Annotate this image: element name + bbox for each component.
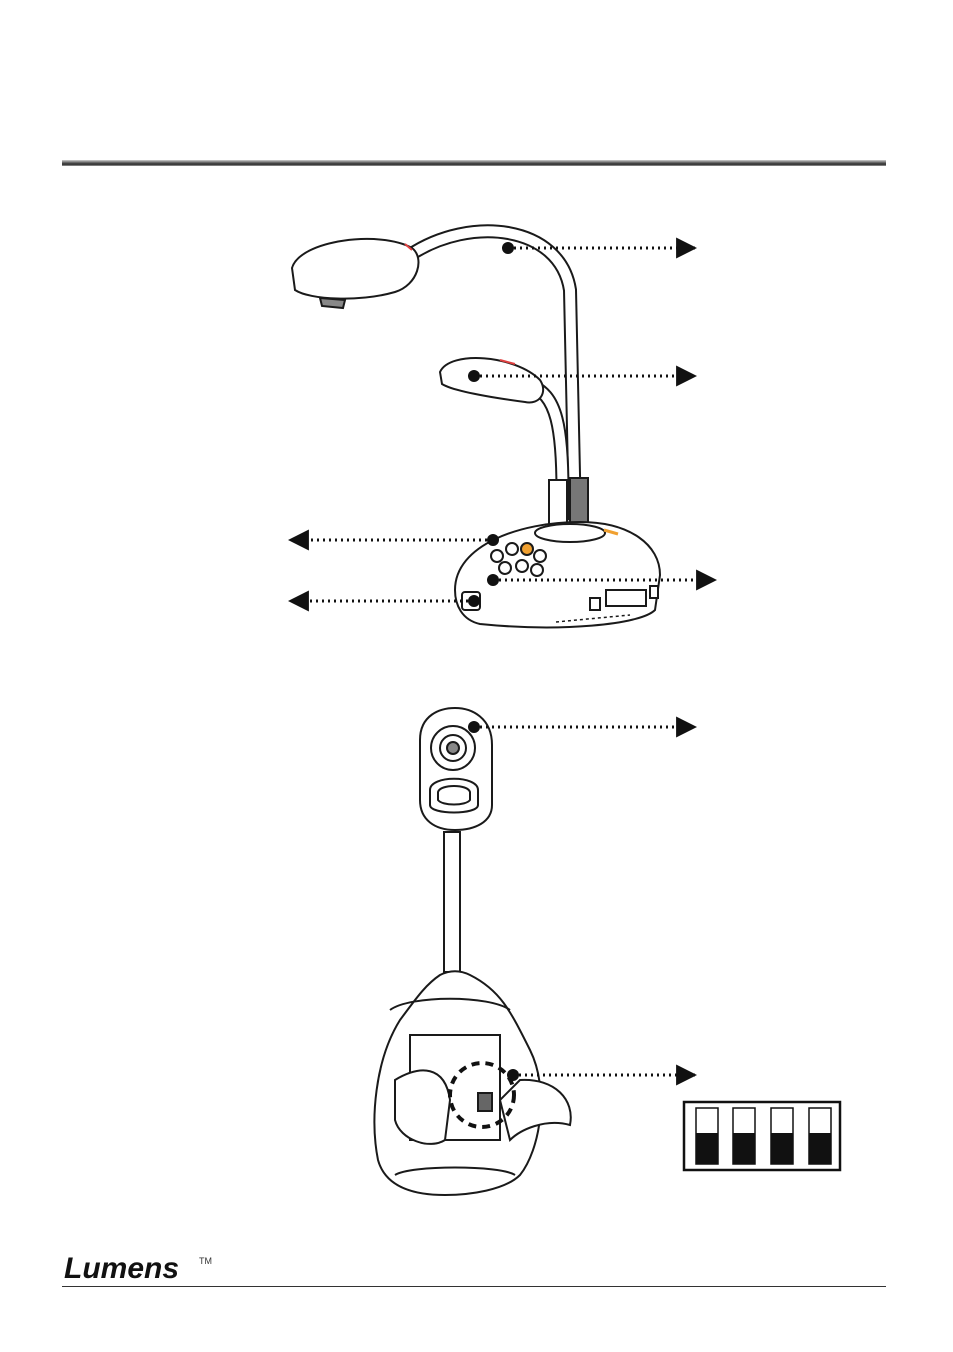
callout-dot-lamp [468,370,480,382]
camera-bottom-view [373,706,572,1197]
vent-slots [555,614,631,623]
lamp-head [438,357,545,404]
dip-switch-highlight [448,1061,516,1129]
dip-switch-4 [808,1107,832,1165]
camera-lens [318,296,347,310]
callout-dot-led [487,574,499,586]
callout-dot-control-panel [487,534,499,546]
callouts-bottom-view [474,716,698,1086]
callout-dots [468,242,514,607]
control-panel [490,542,547,577]
callout-dot-dip-switch [507,1069,519,1081]
header-rule [62,160,886,166]
camera-side-view [290,224,662,629]
dip-switch-3 [770,1107,794,1165]
dip-switch-1 [695,1107,719,1165]
dip-switch-detail [682,1100,842,1172]
dip-switch-2 [732,1107,756,1165]
footer-rule [62,1286,886,1287]
trademark-mark: TM [199,1256,212,1266]
brand-logo: Lumens [64,1252,180,1285]
callout-dot-gooseneck [502,242,514,254]
callout-dot-head [468,721,480,733]
callout-dot-front-port [468,595,480,607]
callouts-side-view [287,237,718,612]
camera-head [290,238,420,300]
